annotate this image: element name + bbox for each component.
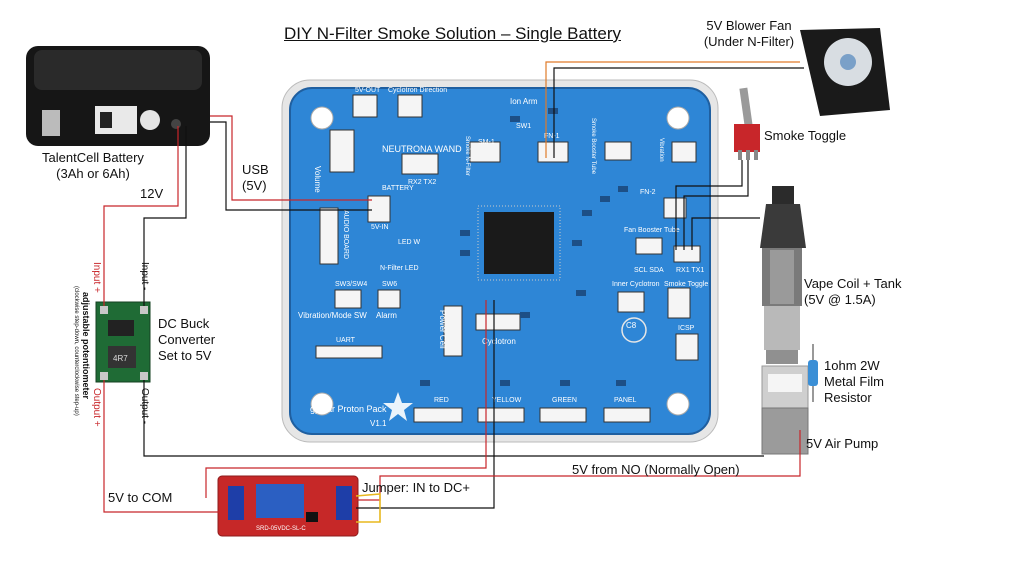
board-label-sw6: SW6	[382, 281, 397, 288]
resistor-label-line3: Resistor	[824, 390, 872, 405]
vape-label: Vape Coil + Tank (5V @ 1.5A)	[804, 276, 901, 308]
board-label-vibration-mode-sw: Vibration/Mode SW	[298, 311, 367, 320]
dc-jack-icon	[171, 119, 181, 129]
wires	[103, 61, 804, 523]
battery-label-line1: TalentCell Battery	[42, 150, 144, 165]
board-label-nfilter-led: N-Filter LED	[380, 265, 419, 272]
board-name: gpstar Proton Pack	[310, 404, 387, 414]
board-label-scl-sda: SCL SDA	[634, 267, 664, 274]
blower-fan	[800, 28, 890, 116]
board-label-panel: PANEL	[614, 397, 637, 404]
air-pump	[761, 365, 809, 455]
metal-film-resistor	[808, 344, 818, 402]
resistor-label-line2: Metal Film	[824, 374, 884, 389]
proton-pack-board: 5V-OUT Cyclotron Direction Volume NEUTRO…	[281, 79, 719, 443]
buck-pot-label-line1: adjustable potentiometer	[81, 292, 91, 400]
board-label-cyclotron: Cyclotron	[482, 337, 516, 346]
usb-label-line1: USB	[242, 162, 269, 177]
vape-label-line1: Vape Coil + Tank	[804, 276, 902, 291]
board-label-neutrona-wand: NEUTRONA WAND	[382, 144, 462, 154]
resistor-label-line1: 1ohm 2W	[824, 358, 880, 373]
board-label-volume: Volume	[313, 166, 322, 193]
board-label-smoke-booster-tube: Smoke Booster Tube	[590, 118, 596, 175]
mcu-chip	[484, 212, 554, 274]
smoke-toggle-label: Smoke Toggle	[764, 128, 847, 143]
board-label-fan-booster-tube: Fan Booster Tube	[624, 227, 680, 234]
board-label-smoke-nfilter: Smoke N-Filter	[464, 136, 470, 176]
board-components	[420, 108, 628, 386]
star-logo-icon	[383, 392, 413, 421]
buck-input-pos-label: Input +	[91, 262, 102, 293]
buck-label-line2: Converter	[158, 332, 216, 347]
dc-output-icon	[140, 110, 160, 130]
toggle-switch	[734, 87, 760, 160]
fan-label: 5V Blower Fan (Under N-Filter)	[684, 18, 814, 50]
board-label-battery: BATTERY	[382, 185, 414, 192]
board-label-alarm: Alarm	[376, 311, 397, 320]
mounting-hole	[310, 392, 334, 416]
board-label-power-cell: Power Cell	[438, 310, 447, 349]
board-label-5v-out: 5V-OUT	[355, 87, 381, 94]
buck-output-neg-label: Output -	[139, 388, 150, 425]
buck-chip-label: 4R7	[113, 354, 128, 363]
board-label-sw1: SW1	[516, 123, 531, 130]
board-label-ion-arm: Ion Arm	[510, 97, 538, 106]
board-label-cyclotron-direction: Cyclotron Direction	[388, 87, 447, 94]
board-label-icsp: ICSP	[678, 325, 695, 332]
mounting-hole	[666, 106, 690, 130]
board-label-sw3sw4: SW3/SW4	[335, 281, 367, 288]
board-label-uart: UART	[336, 337, 356, 344]
board-label-red: RED	[434, 397, 449, 404]
board-label-rx2tx2: RX2 TX2	[408, 179, 436, 186]
relay-module: SRD-05VDC-SL-C	[217, 475, 359, 537]
buck-pot-label-line2: (clockwise step-down, counterclockwise s…	[73, 286, 79, 416]
usb-label-line2: (5V)	[242, 178, 267, 193]
com-label: 5V to COM	[108, 490, 173, 505]
jumper-label: Jumper: IN to DC+	[362, 480, 471, 495]
board-label-vibration: Vibration	[658, 138, 664, 162]
board-label-yellow: YELLOW	[492, 397, 522, 404]
board-connectors	[315, 94, 701, 423]
board-label-sm1: SM-1	[478, 139, 495, 146]
normally-open-label: 5V from NO (Normally Open)	[572, 462, 740, 477]
board-label-audio-board: AUDIO BOARD	[342, 210, 349, 259]
board-label-green: GREEN	[552, 397, 577, 404]
fan-label-line1: 5V Blower Fan	[706, 18, 792, 33]
buck-label-line1: DC Buck	[158, 316, 210, 331]
diagram-title: DIY N-Filter Smoke Solution – Single Bat…	[284, 24, 621, 43]
battery-label: TalentCell Battery (3Ah or 6Ah)	[18, 150, 168, 182]
usb-port-icon	[42, 110, 60, 136]
board-label-rx1tx1: RX1 TX1	[676, 267, 704, 274]
talentcell-battery	[26, 46, 210, 146]
vape-tank	[760, 186, 806, 364]
mounting-hole	[310, 106, 334, 130]
buck-label-line3: Set to 5V	[158, 348, 212, 363]
resistor-label: 1ohm 2W Metal Film Resistor	[824, 358, 884, 406]
board-version: V1.1	[370, 419, 387, 428]
board-label-fn1: FN-1	[544, 133, 560, 140]
usb-label: USB (5V)	[242, 162, 269, 194]
relay-model-label: SRD-05VDC-SL-C	[256, 526, 306, 532]
capacitor-c8	[621, 317, 647, 343]
board-label-smoke-toggle: Smoke Toggle	[664, 281, 708, 288]
board-label-led-w: LED W	[398, 239, 421, 246]
air-pump-label: 5V Air Pump	[806, 436, 879, 451]
buck-label: DC Buck Converter Set to 5V	[158, 316, 215, 364]
mounting-hole	[666, 392, 690, 416]
fan-label-line2: (Under N-Filter)	[703, 34, 795, 49]
board-label-5v-in: 5V-IN	[371, 224, 389, 231]
board-label-c8: C8	[626, 321, 637, 330]
buck-input-neg-label: Input -	[139, 262, 150, 291]
vape-label-line2: (5V @ 1.5A)	[804, 292, 876, 307]
board-label-fn2: FN-2	[640, 189, 656, 196]
battery-label-line2: (3Ah or 6Ah)	[56, 166, 130, 181]
board-label-inner-cyclotron: Inner Cyclotron	[612, 281, 660, 288]
buck-converter: 4R7	[95, 301, 151, 383]
v12-label: 12V	[140, 186, 164, 201]
